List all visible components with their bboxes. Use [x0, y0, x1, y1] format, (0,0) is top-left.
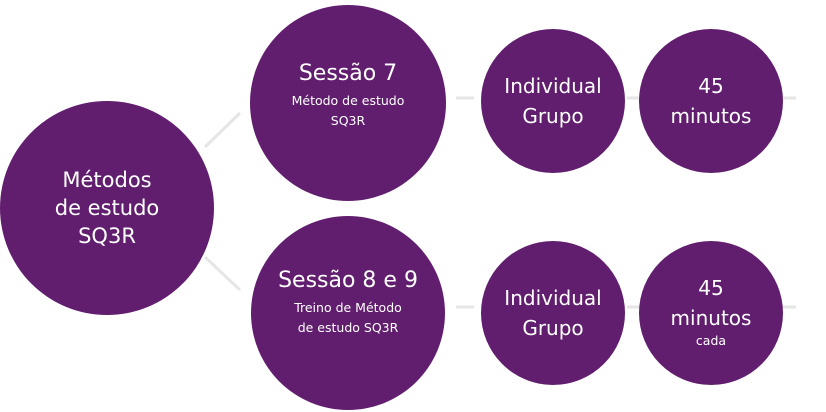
connector-root-session7 — [203, 111, 242, 149]
duration-line: 45 — [698, 74, 724, 98]
duration-node: 45 minutos cada — [639, 241, 783, 385]
duration-line: minutos — [670, 306, 752, 330]
session-subtitle: Método de estudo — [291, 93, 405, 108]
duration-line: minutos — [670, 104, 752, 128]
mode-line: Grupo — [522, 104, 584, 128]
session-subtitle: Treino de Método — [294, 300, 402, 315]
mode-node: Individual Grupo — [481, 29, 625, 173]
session-subtitle: SQ3R — [330, 113, 366, 128]
duration-note: cada — [695, 333, 727, 348]
duration-node: 45 minutos — [639, 29, 783, 173]
session-subtitle: de estudo SQ3R — [297, 320, 399, 335]
mode-line: Grupo — [522, 316, 584, 340]
mode-line: Individual — [504, 286, 602, 310]
connector-root-session8 — [203, 255, 242, 292]
root-label-line: Métodos — [62, 168, 152, 192]
duration-line: 45 — [698, 276, 724, 300]
session-title: Sessão 8 e 9 — [278, 268, 418, 293]
session-title: Sessão 7 — [298, 61, 398, 86]
mode-line: Individual — [504, 74, 602, 98]
root-node: Métodos de estudo SQ3R — [0, 101, 214, 315]
root-label-line: SQ3R — [78, 224, 136, 248]
mode-node: Individual Grupo — [481, 241, 625, 385]
session-7-node: Sessão 7 Método de estudo SQ3R — [250, 5, 446, 201]
root-label-line: de estudo — [54, 196, 160, 220]
session-8-9-node: Sessão 8 e 9 Treino de Método de estudo … — [251, 216, 445, 410]
